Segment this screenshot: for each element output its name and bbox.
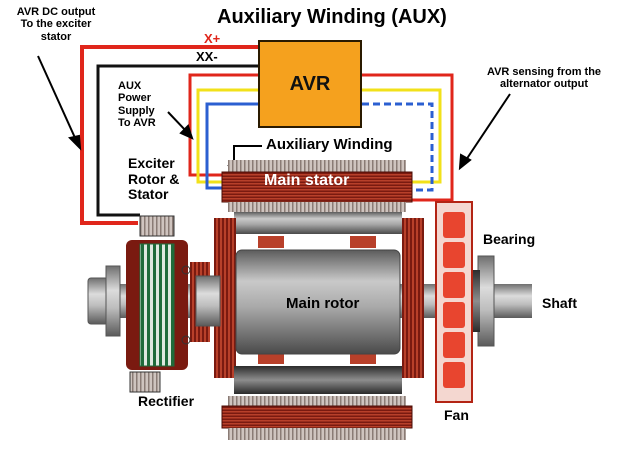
rectifier-label: Rectifier <box>138 393 195 409</box>
avr-sensing-label: AVR sensing from the alternator output <box>486 66 602 91</box>
main-rotor-body <box>235 249 401 355</box>
main-stator-label: Main stator <box>264 172 350 189</box>
avr-label: AVR <box>289 73 331 95</box>
shaft-label: Shaft <box>542 295 577 311</box>
main-stator-bottom <box>221 396 413 440</box>
annotation-arrows <box>37 55 511 178</box>
exciter-label: Exciter Rotor & Stator <box>128 155 180 203</box>
main-rotor-label: Main rotor <box>286 295 360 312</box>
avr-output-wires <box>80 45 258 225</box>
avr-unit: AVR <box>258 40 362 128</box>
rectifier <box>181 262 221 345</box>
exciter-rotor-stator <box>126 215 188 393</box>
fan <box>435 201 473 403</box>
aux-power-supply-label: AUX Power Supply To AVR <box>118 80 156 129</box>
avr-dc-output-label: AVR DC output To the exciter stator <box>16 6 96 43</box>
diagram-title: Auxiliary Winding (AUX) <box>217 6 447 28</box>
terminal-xx-minus: XX- <box>196 49 218 64</box>
fan-label: Fan <box>444 407 469 423</box>
main-stator-top <box>221 160 413 212</box>
auxiliary-winding-label: Auxiliary Winding <box>266 136 393 153</box>
main-rotor-poles <box>214 212 424 394</box>
bearing <box>470 255 495 347</box>
terminal-x-plus: X+ <box>204 31 221 46</box>
avr-sensing-wires <box>188 73 454 202</box>
bearing-label: Bearing <box>483 231 536 247</box>
